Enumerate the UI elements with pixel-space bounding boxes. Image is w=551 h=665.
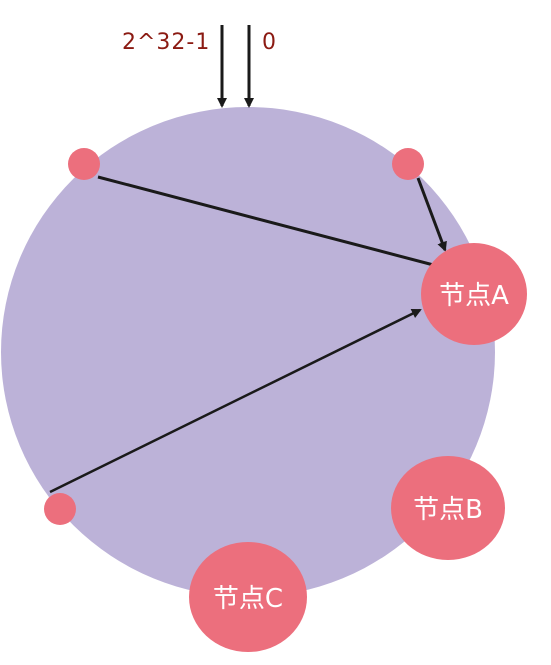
node-c: 节点C xyxy=(189,542,307,652)
node-a-circle xyxy=(421,243,527,345)
data-point-top-right xyxy=(392,148,424,180)
node-c-circle xyxy=(189,542,307,652)
zero-label: 0 xyxy=(262,30,277,55)
arrow-top-left-to-node-a xyxy=(97,175,447,271)
node-b-circle xyxy=(391,456,505,560)
arrow-top-right-to-node-a xyxy=(416,177,447,252)
hash-ring xyxy=(1,107,495,597)
node-b-label: 节点B xyxy=(413,495,483,525)
data-point-left xyxy=(44,493,76,525)
max-hash-label: 2^32-1 xyxy=(122,30,210,55)
ring-origin-markers: 2^32-1 0 xyxy=(122,25,277,108)
node-b: 节点B xyxy=(391,456,505,560)
arrow-left-to-node-a xyxy=(49,308,422,494)
node-a: 节点A xyxy=(421,243,527,345)
data-point-top-left xyxy=(68,148,100,180)
node-c-label: 节点C xyxy=(213,584,283,614)
node-a-label: 节点A xyxy=(439,281,509,311)
